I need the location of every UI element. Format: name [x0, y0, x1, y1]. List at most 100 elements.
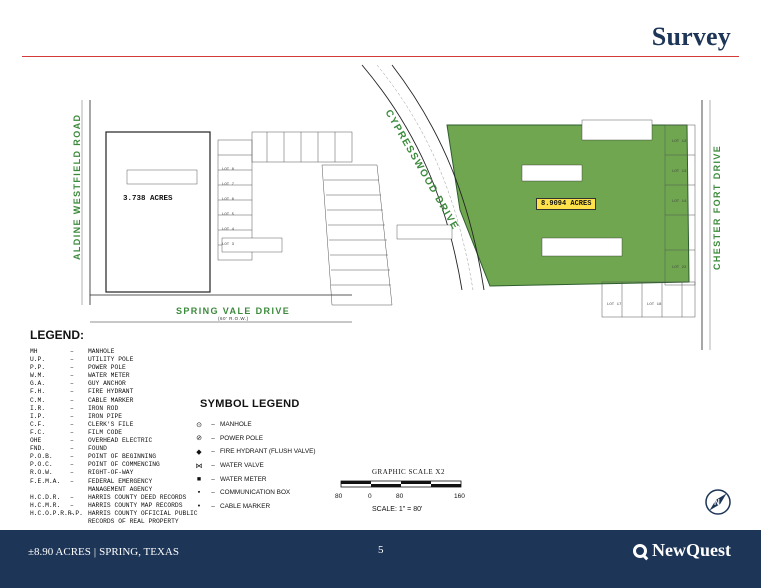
footer-property-info: ±8.90 ACRES|SPRING, TEXAS [28, 546, 179, 558]
legend-dash: – [70, 356, 74, 364]
legend-dash: – [70, 501, 74, 509]
svg-text:LOT 12: LOT 12 [672, 140, 687, 144]
legend-desc: UTILITY POLE [88, 356, 134, 364]
graphic-scale-bar [340, 480, 462, 488]
graphic-scale-title: GRAPHIC SCALE X2 [372, 468, 445, 476]
symbol-legend-row: ▪ –COMMUNICATION BOX [192, 486, 316, 500]
survey-annotations [126, 119, 653, 257]
footer-location: SPRING, TEXAS [99, 546, 179, 558]
legend-row: W.M.–WATER METER [30, 372, 198, 380]
symbol-legend-row: ■–WATER METER [192, 472, 316, 486]
legend-row: G.A.–GUY ANCHOR [30, 380, 198, 388]
legend-dash: – [70, 404, 74, 412]
svg-text:LOT 13: LOT 13 [672, 170, 687, 174]
svg-text:LOT 8: LOT 8 [222, 168, 235, 172]
lot-grid-middle [217, 131, 393, 306]
symbol-legend-dash: – [211, 448, 215, 456]
legend-desc: FEDERAL EMERGENCY [88, 477, 153, 485]
legend-abbr: R.O.W. [30, 469, 53, 477]
legend-desc: POINT OF BEGINNING [88, 453, 157, 461]
legend-abbr: I.P. [30, 412, 46, 420]
water-valve-icon: ⋈ [195, 462, 203, 470]
legend-dash: – [70, 420, 74, 428]
legend-dash: – [70, 469, 74, 477]
legend-dash [70, 486, 88, 494]
brand-q-icon [633, 543, 647, 558]
legend-abbr: F.E.M.A. [30, 477, 61, 485]
brand-name: NewQuest [652, 540, 731, 560]
title-divider [22, 56, 739, 57]
cable-marker-icon: • [197, 502, 201, 510]
symbol-legend-desc: FIRE HYDRANT (FLUSH VALVE) [220, 448, 316, 456]
legend-desc: HARRIS COUNTY DEED RECORDS [88, 493, 187, 501]
power-pole-icon: ⊘ [196, 435, 202, 443]
symbol-legend-dash: – [211, 489, 215, 497]
legend-row: I.P.–IRON PIPE [30, 413, 198, 421]
legend-row: F.H. – FIRE HYDRANT [30, 388, 198, 396]
svg-text:N: N [714, 498, 720, 507]
street-label-east: CHESTER FORT DRIVE [712, 144, 722, 270]
symbol-legend-dash: – [211, 421, 215, 429]
page-number: 5 [378, 544, 384, 556]
legend-dash: – [70, 437, 74, 445]
legend-dash: – [70, 453, 74, 461]
legend-dash: – [70, 396, 74, 404]
legend-abbr: G.A. [30, 380, 46, 388]
legend-abbr: P.P. [30, 364, 46, 372]
symbol-legend-dash: – [211, 462, 215, 470]
legend-abbr: H.C.D.R. [30, 493, 61, 501]
acreage-label-right: 8.9094 ACRES [536, 198, 597, 210]
legend-row: FND.–FOUND [30, 445, 198, 453]
legend-row: P.P. – POWER POLE [30, 364, 198, 372]
legend-abbr: U.P. [30, 356, 46, 364]
communication-box-icon: ▪ [197, 489, 201, 497]
legend-row: H.C.D.R.–HARRIS COUNTY DEED RECORDS [30, 494, 198, 502]
legend-dash: – [70, 461, 74, 469]
page-title: Survey [651, 22, 731, 51]
legend-row: H.C.M.R.–HARRIS COUNTY MAP RECORDS [30, 502, 198, 510]
scale-tick-4: 160 [454, 493, 465, 500]
legend-abbr: C.F. [30, 420, 46, 428]
symbol-legend-dash: – [211, 434, 215, 442]
legend-desc: FIRE HYDRANT [88, 388, 134, 396]
legend-desc: POWER POLE [88, 364, 126, 372]
scale-tick-2: 0 [368, 493, 372, 500]
svg-text:LOT 14: LOT 14 [672, 200, 687, 204]
svg-text:LOT 7: LOT 7 [222, 183, 235, 187]
legend-abbr: F.C. [30, 428, 46, 436]
symbol-legend-desc: WATER VALVE [220, 462, 264, 470]
symbol-legend-desc: COMMUNICATION BOX [220, 489, 291, 497]
legend-dash: – [70, 428, 74, 436]
legend-abbr [30, 486, 70, 494]
legend-abbr: I.R. [30, 404, 46, 412]
left-tract [105, 131, 211, 293]
symbol-legend-dash: – [211, 502, 215, 510]
symbol-legend-desc: MANHOLE [220, 421, 252, 429]
legend-dash: – [70, 364, 74, 372]
legend-abbr: F.H. [30, 388, 46, 396]
legend-desc: POINT OF COMMENCING [88, 461, 160, 469]
symbol-legend-title: SYMBOL LEGEND [200, 398, 300, 410]
legend-desc: CABLE MARKER [88, 396, 134, 404]
legend-dash: – [70, 509, 74, 517]
symbol-legend-row: ⋈–WATER VALVE [192, 459, 316, 473]
legend-dash: – [70, 412, 74, 420]
legend-desc: CLERK'S FILE [88, 420, 134, 428]
legend-row: U.P. – UTILITY POLE [30, 356, 198, 364]
scale-caption: SCALE: 1" = 80' [372, 506, 423, 513]
legend-dash: – [70, 388, 74, 396]
acreage-label-left: 3.738 ACRES [119, 194, 177, 204]
water-meter-icon: ■ [196, 475, 202, 483]
legend-dash: – [70, 380, 74, 388]
svg-text:LOT 18: LOT 18 [647, 303, 662, 307]
footer-acreage: ±8.90 ACRES [28, 546, 91, 558]
legend-row: RECORDS OF REAL PROPERTY [30, 518, 198, 526]
legend-dash: – [70, 348, 74, 355]
legend-row: F.C.–FILM CODE [30, 429, 198, 437]
street-label-west: ALDINE WESTFIELD ROAD [72, 113, 82, 260]
legend-row: MH–MANHOLE [30, 348, 198, 356]
svg-text:LOT 22: LOT 22 [672, 266, 687, 270]
footer-bar: ±8.90 ACRES|SPRING, TEXAS 5 NewQuest [0, 530, 761, 588]
symbol-legend-row: ◆–FIRE HYDRANT (FLUSH VALVE) [192, 445, 316, 459]
street-label-south: SPRING VALE DRIVE [176, 306, 291, 316]
